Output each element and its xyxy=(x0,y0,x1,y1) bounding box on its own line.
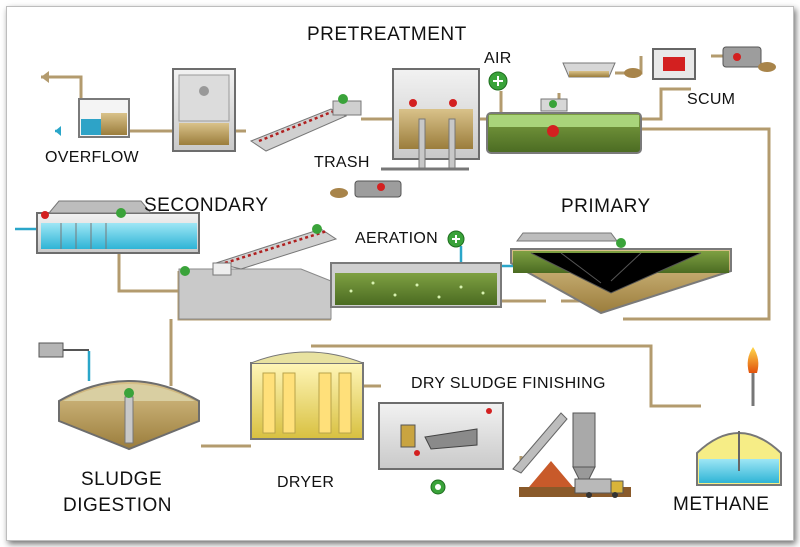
finishing-room xyxy=(378,402,504,470)
primary-clarifier xyxy=(510,232,732,315)
sludge-digester xyxy=(58,380,200,451)
scum-press xyxy=(652,46,776,80)
finishing-fan-icon xyxy=(430,479,446,495)
dryer xyxy=(250,351,364,440)
diagram-frame: PRETREATMENT AIR SCUM OVERFLOW TRASH SEC… xyxy=(6,6,794,541)
aeration-ground xyxy=(178,224,338,320)
label-primary: PRIMARY xyxy=(561,196,651,217)
gas-flare xyxy=(747,347,759,406)
label-digestion: DIGESTION xyxy=(63,495,172,516)
label-secondary: SECONDARY xyxy=(144,195,269,216)
aeration-blower-icon xyxy=(447,230,465,248)
label-air: AIR xyxy=(484,50,512,67)
overflow-chamber xyxy=(41,71,130,138)
trash-conveyor xyxy=(330,180,402,198)
air-blower-icon xyxy=(488,71,508,91)
screen-building xyxy=(172,68,236,152)
label-scum: SCUM xyxy=(687,91,735,108)
treatment-plant-diagram: PRETREATMENT AIR SCUM OVERFLOW TRASH SEC… xyxy=(15,24,782,516)
label-dryer: DRYER xyxy=(277,474,334,491)
aeration-basin xyxy=(330,262,502,308)
scum-trough xyxy=(562,62,642,78)
grit-chamber xyxy=(381,68,480,171)
label-trash: TRASH xyxy=(314,154,370,171)
label-sludge: SLUDGE xyxy=(81,469,162,490)
methane-holder xyxy=(696,431,782,486)
silo-loadout xyxy=(512,412,631,498)
label-dry-sludge-finishing: DRY SLUDGE FINISHING xyxy=(411,375,606,392)
chemical-feed xyxy=(38,342,89,358)
aerated-grit-tank xyxy=(486,98,642,154)
label-overflow: OVERFLOW xyxy=(45,149,140,166)
screw-conveyor xyxy=(249,94,362,152)
secondary-clarifier xyxy=(36,200,200,254)
label-aeration: AERATION xyxy=(355,230,438,247)
label-methane: METHANE xyxy=(673,494,769,515)
label-pretreatment: PRETREATMENT xyxy=(307,24,467,45)
